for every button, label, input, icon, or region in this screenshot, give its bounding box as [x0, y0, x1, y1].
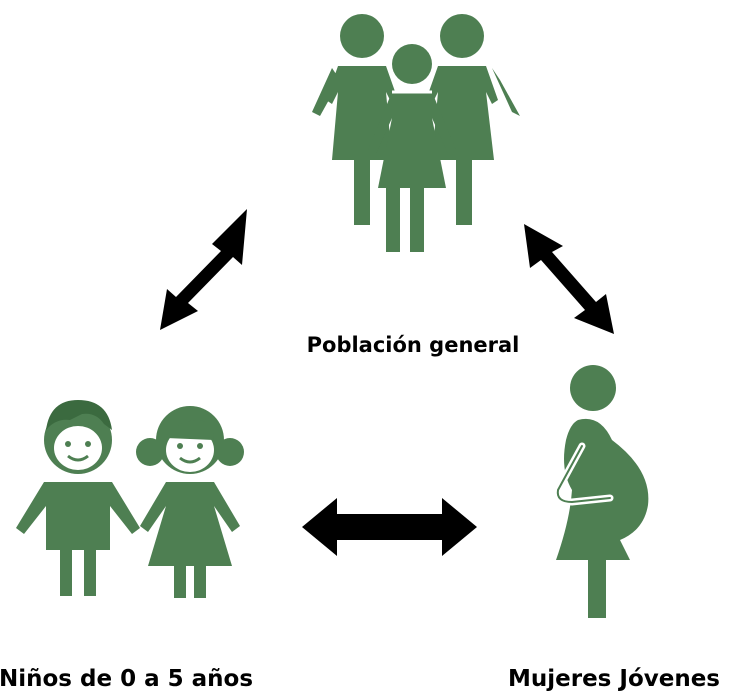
women-label: Mujeres Jóvenes	[508, 666, 720, 692]
boy-and-girl-icon	[16, 400, 244, 598]
arrow-population-children	[160, 209, 247, 330]
pregnant-woman-icon	[554, 365, 649, 618]
arrow-population-women	[524, 224, 614, 334]
population-label: Población general	[307, 333, 520, 357]
arrow-children-women	[302, 498, 477, 556]
group-of-people-icon	[312, 14, 520, 252]
children-label: Niños de 0 a 5 años	[0, 666, 253, 692]
